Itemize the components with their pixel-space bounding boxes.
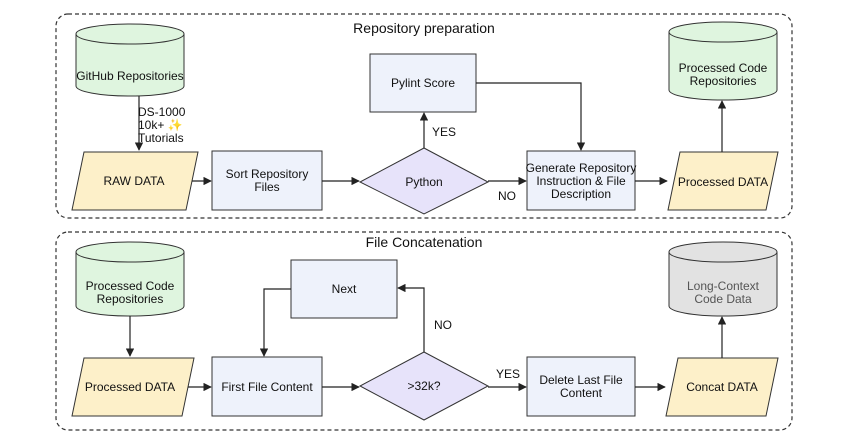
text-line: Instruction & File [536,174,626,188]
python-label: Python [405,175,442,189]
text-line: Code Data [694,292,752,306]
text-line: Concat DATA [686,380,758,394]
text-line: Python [405,175,442,189]
pylint-score-label: Pylint Score [391,76,455,90]
processed-data-label-bottom: Processed DATA [85,380,175,394]
first-file-content-node: First File Content [211,356,323,417]
text-line: Repositories [690,74,757,88]
github-repositories-label: GitHub Repositories [76,69,183,83]
concat-data-label: Concat DATA [686,380,758,394]
text-line: 10k+ ✨ [138,118,183,132]
first-file-content-label: First File Content [221,380,313,394]
text-line: Processed DATA [678,175,768,189]
text-line: Processed Code [679,61,768,75]
text-line: Processed Code [86,279,175,293]
text-line: >32k? [407,379,440,393]
section-title-repository-preparation: Repository preparation [353,20,495,36]
section-title-file-concatenation: File Concatenation [366,234,483,250]
next-node: Next [290,259,398,319]
no-label-top: NO [498,189,516,203]
processed-data-node-bottom: Processed DATA [71,357,195,417]
text-line: Processed DATA [85,380,175,394]
processed-data-node-top: Processed DATA [667,151,779,211]
text-line: Long-Context [687,279,760,293]
section-repository-preparation [55,13,793,219]
no-label-bottom: NO [434,318,452,332]
text-line: Content [560,386,603,400]
size-check-label: >32k? [407,379,440,393]
processed-data-label-top: Processed DATA [678,175,768,189]
arrow-check-to-next [397,283,425,352]
text-line: Repositories [97,292,164,306]
concat-data-node: Concat DATA [665,357,779,417]
yes-label-bottom: YES [496,367,520,381]
text-line: Description [551,187,611,201]
python-decision: Python [358,147,490,215]
size-check-decision: >32k? [358,351,490,421]
text-line: Generate Repository [526,161,637,175]
raw-data-label: RAW DATA [103,174,164,188]
text-line: GitHub Repositories [76,69,183,83]
yes-label-top: YES [432,125,456,139]
raw-data-node: RAW DATA [71,151,199,211]
text-line: Next [332,282,357,296]
text-line: Delete Last File [539,373,623,387]
arrow-next-to-first-file [259,288,291,357]
text-line: Files [254,180,279,194]
pylint-score-node: Pylint Score [369,53,477,113]
text-line: DS-1000 [138,105,186,119]
arrow-pylint-to-generate [476,82,586,151]
text-line: Pylint Score [391,76,455,90]
next-label: Next [332,282,357,296]
text-line: Sort Repository [226,167,309,181]
github-repositories-db: GitHub Repositories [75,23,185,97]
text-line: First File Content [221,380,313,394]
text-line: Tutorials [138,131,184,145]
text-line: RAW DATA [103,174,164,188]
